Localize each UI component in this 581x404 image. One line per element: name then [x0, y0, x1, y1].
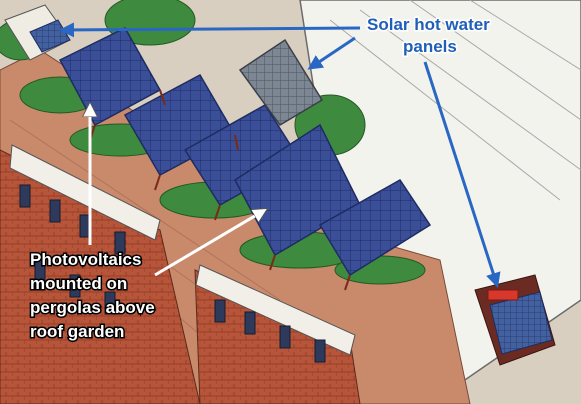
solar-hot-water-arrows: [59, 22, 501, 288]
roof-ridge-lines: [329, 0, 581, 201]
solar-hot-water-label: Solar hot water panels: [367, 15, 495, 56]
arrow-to-lower-panel: [423, 61, 501, 288]
photovoltaics-label-line-4: roof garden: [30, 322, 124, 341]
photovoltaics-label-line-2: mounted on: [30, 274, 127, 293]
solar-hot-water-label-line-1: Solar hot water: [367, 15, 490, 34]
red-roof-box: [487, 289, 519, 301]
arrow-to-upper-panel: [307, 36, 356, 70]
photovoltaic-panels: [58, 27, 432, 277]
parapet-center: [195, 264, 356, 356]
arrow-to-hut-panel: [59, 22, 361, 38]
parapet-left: [9, 144, 161, 241]
photovoltaics-label-line-1: Photovoltaics: [30, 250, 141, 269]
photovoltaic-arrows: [90, 105, 265, 277]
solar-hot-water-panel-lower-grid: [489, 291, 553, 355]
photovoltaics-label-line-3: pergolas above: [30, 298, 155, 317]
solar-hot-water-label-line-2: panels: [403, 37, 457, 56]
pv-panel: [318, 179, 432, 277]
arrow-to-pv-middle: [154, 210, 265, 277]
solar-hot-water-panel-upper: [238, 38, 324, 126]
photovoltaics-label: Photovoltaics mounted on pergolas above …: [30, 250, 159, 341]
